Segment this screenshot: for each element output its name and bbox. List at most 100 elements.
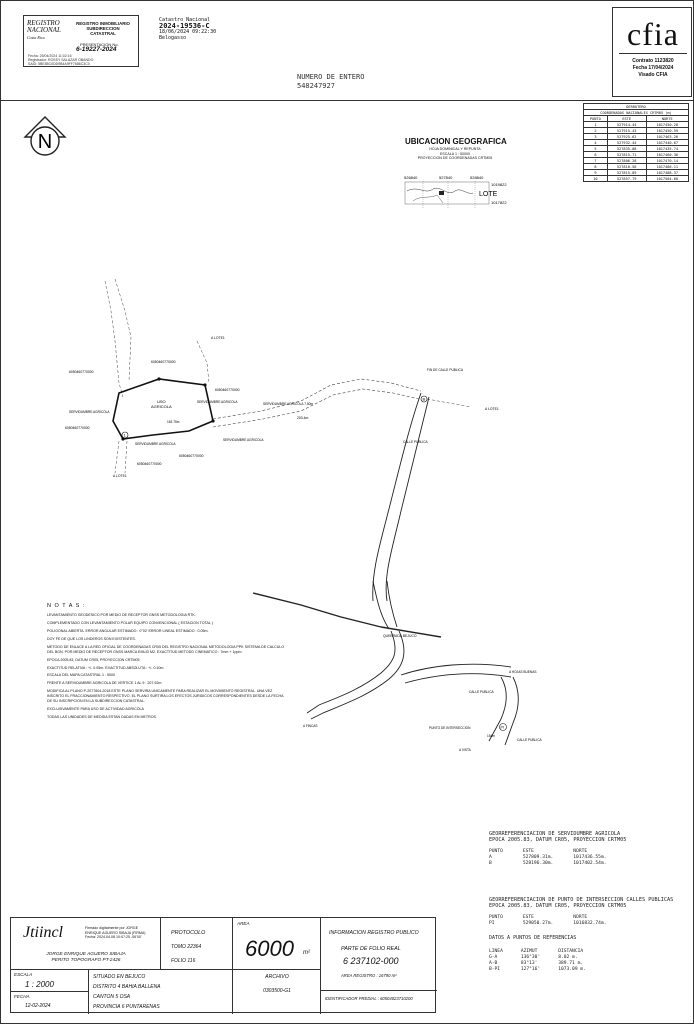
note-item: EXACTITUD RELATIVA : +/- 0.05m. EXACTITU… <box>47 665 165 670</box>
serv-label-2: SERVIDUMBRE AGRICOLA <box>197 400 238 404</box>
georef-serv-header: ESTE <box>522 849 534 854</box>
cfia-contrato: Contrato 1123820 <box>632 58 674 64</box>
registro-side-text: REGISTRO INMOBILIARIO SUBDIRECCION CATAS… <box>72 21 134 36</box>
table-cell: 1016832.74m. <box>573 921 607 926</box>
lot-boundary <box>112 378 214 440</box>
serv-label-3: SERVIDUMBRE AGRICOLA <box>135 442 176 446</box>
note-item: FRENTE A SERVIDUMBRE AGRICOLA DE VERTICE… <box>47 681 163 686</box>
georef-serv-header: PUNTO <box>489 849 503 854</box>
table-cell: 389.71 m. <box>558 961 584 966</box>
registro-stamp: REGISTRO NACIONAL Costa Rica REGISTRO IN… <box>23 15 139 67</box>
cfia-text: Contrato 1123820 Fecha 17/04/2024 Visado… <box>613 58 693 79</box>
registro-logo-line2: NACIONAL <box>27 26 61 34</box>
sign-note-1: Firmado digitalmente por JORGE <box>85 926 139 930</box>
cfia-visado: Visado CFIA <box>638 72 668 78</box>
referencias-title: DATOS A PUNTOS DE REFERENCIAS <box>489 935 577 941</box>
canton-value: CANTON 5 OSA <box>93 994 131 1000</box>
finca-label-c: 6050460770000 <box>215 388 240 392</box>
table-cell: 127°16' <box>520 967 541 972</box>
loc-x1: 526840 <box>404 175 418 180</box>
archivo-value: 0303500-G1 <box>263 988 291 994</box>
table-cell: 83°13' <box>520 961 538 966</box>
quebrada-line <box>252 592 442 638</box>
sign-note-3: Fecha: 2024.04.08 10:07:25 -06'00' <box>85 935 142 940</box>
folio-value: FOLIO 116 <box>171 958 196 964</box>
punto-interseccion-label: PUNTO DE INTERSECCION <box>429 726 471 730</box>
servidumbre-edge-a <box>212 378 422 420</box>
notes-list: LEVANTAMIENTO GEODESICO POR MEDIO DE REC… <box>47 613 287 723</box>
table-cell: PI <box>489 921 495 926</box>
entero-label: NUMERO DE ENTERO <box>297 73 365 81</box>
note-item: POLIGONAL ABIERTA. ERROR ANGULAR ESTIMAD… <box>47 628 209 633</box>
cfia-stamp: cfia Contrato 1123820 Fecha 17/04/2024 V… <box>612 7 692 97</box>
georef-serv-title: GEORREFERENCIACION DE SERVIDUMBRE AGRICO… <box>489 831 621 837</box>
access-line-bottom-b <box>124 440 128 474</box>
registro-logo: REGISTRO NACIONAL Costa Rica <box>27 20 61 41</box>
georef-pi-subtitle: EPOCA 2005.83, DATUM CR05, PROYECCION CR… <box>489 903 627 909</box>
signature-cell: Jtiincl Firmado digitalmente por JORGE E… <box>11 918 161 970</box>
area-label: AREA <box>237 921 250 926</box>
ubicacion-title: UBICACION GEOGRAFICA <box>405 137 507 146</box>
note-item: EXCLUSIVAMENTE PARA USO DE ACTIVIDAD AGR… <box>47 706 144 711</box>
catastro-title: Catastro Nacional <box>159 17 211 23</box>
escala-cell: ESCALA 1 : 2000 <box>11 970 89 992</box>
registro-said: SAID: 5BE85C0DD9B4A9FF7686C3C0 <box>28 62 90 66</box>
loc-frame <box>404 181 490 205</box>
area-value: 6000 <box>245 936 294 961</box>
access-line-bottom-a <box>114 440 120 474</box>
finca-label-a: 6050460770000 <box>151 360 176 364</box>
location-map: 526840 527840 528840 1019822 1017822 LOT… <box>404 175 507 209</box>
road-west-b <box>310 630 405 720</box>
fecha-label: FECHA <box>14 994 30 999</box>
registro-logo-line3: Costa Rica <box>27 35 45 40</box>
signature-note: Firmado digitalmente por JORGE ENRIQUE A… <box>85 926 146 940</box>
signature-mark: Jtiincl <box>23 924 63 941</box>
predial-value: IDENTIFICADOR PREDIAL : 60504023710200 <box>325 996 413 1001</box>
escala-label: ESCALA <box>14 972 33 977</box>
entero-block: NUMERO DE ENTERO 548247927 <box>297 73 364 91</box>
catastro-stamp: Catastro Nacional 2024-19536-C 18/06/202… <box>159 17 216 41</box>
catastro-date: 18/06/2024 09:22:30 <box>159 29 217 35</box>
dist-segment-label: 163.75m <box>167 420 180 424</box>
archivo-label: ARCHIVO <box>265 974 289 980</box>
fecha-cell: FECHA 12-02-2024 <box>11 992 89 1014</box>
vertex-marker <box>157 377 161 381</box>
table-cell: 528196.30m. <box>522 861 554 866</box>
calle-publica-edge-a <box>372 392 422 601</box>
fin-calle-label: FIN DE CALLE PUBLICA <box>427 368 464 372</box>
a-lote-bottom-label: A LOTE1 <box>113 474 127 478</box>
situado-value: SITUADO EN BEJUCO <box>93 974 146 980</box>
servidumbre-edge-b <box>212 388 420 428</box>
note-item: MODIFICA AL PLANO P-2077604-2018 ESTE PL… <box>47 689 284 703</box>
note-item: EPOCA 2005.83, DATUM CR05, PROYECCION CR… <box>47 657 140 662</box>
vertex-marker <box>121 437 125 441</box>
note-item: METODO DE ENLACE A LA RED OFICIAL DE COO… <box>47 644 285 654</box>
road-east-a <box>400 663 512 676</box>
ubicacion-sub1: HOJA DOMINICAL Y REPUNTA <box>429 147 481 151</box>
serv-label-4: SERVIDUMBRE AGRICOLA 7,50m <box>263 402 313 406</box>
ubicacion-sub2: ESCALA 1 : 50000 <box>440 151 470 156</box>
georef-serv-header: NORTE <box>573 849 588 854</box>
note-item: ESCALA DEL MAPA CATASTRAL 1 : 5000 <box>47 673 116 678</box>
north-letter: N <box>38 131 52 153</box>
vertex-marker <box>203 383 207 387</box>
finca-label-d: 6050460770000 <box>65 426 90 430</box>
registro-logo-line1: REGISTRO <box>27 19 60 27</box>
access-line-top-b <box>114 278 132 382</box>
calle-publica-label: CALLE PUBLICA <box>403 440 428 444</box>
table-cell: 1073.09 m. <box>558 967 586 972</box>
note-item: DOY FE DE QUE LOS LINDEROS SON EXISTENTE… <box>47 636 136 641</box>
area-registro-value: AREA REGISTRO : 16790 m² <box>341 973 397 978</box>
situado-cell: SITUADO EN BEJUCO DISTRITO 4 BAHIA BALLE… <box>89 970 233 1014</box>
cfia-fecha: Fecha 17/04/2024 <box>632 65 674 71</box>
registro-side-line2: SUBDIRECCION <box>86 26 120 31</box>
a-lote-top-label: A LOTE1 <box>211 336 225 340</box>
table-cell: 1017504.60 <box>645 175 690 182</box>
registro-registrador: Registrador: ROSSY SALAZAR OBANDO <box>28 58 94 62</box>
table-cell: A <box>489 855 492 860</box>
